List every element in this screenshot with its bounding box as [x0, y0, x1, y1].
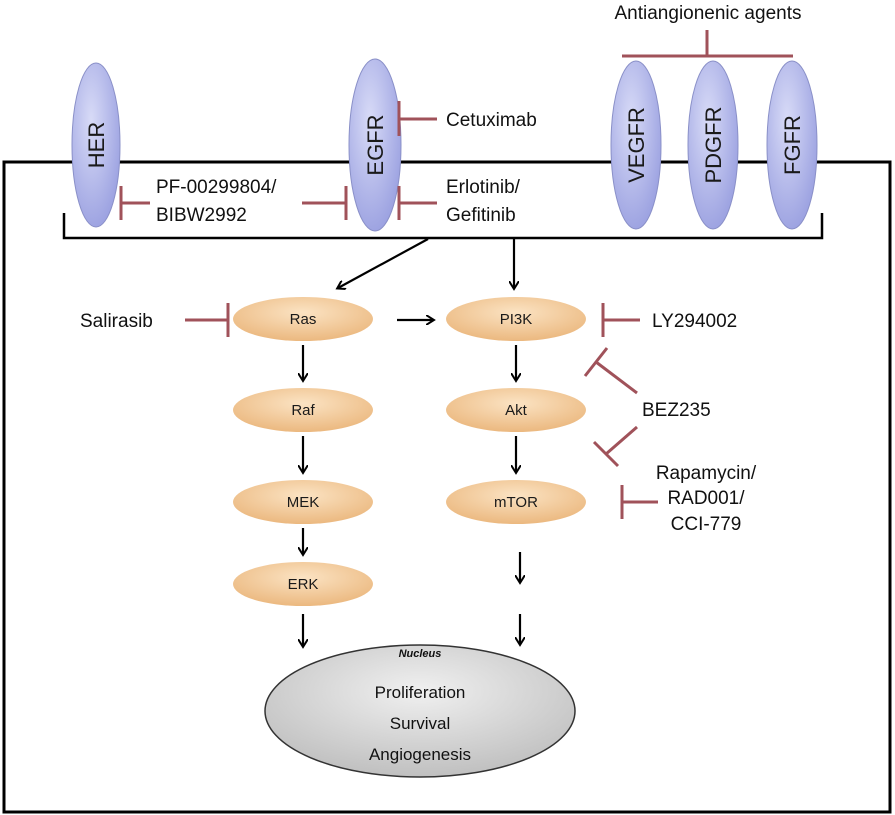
pf-label-line2: BIBW2992: [156, 205, 247, 226]
antiangiogenic-inhibitor: [622, 30, 793, 58]
bez235-inhibitor-lower: [592, 425, 638, 468]
receptor-fgfr-label: FGFR: [780, 115, 805, 175]
rapamycin-inhibitor: [620, 485, 658, 519]
svg-text:PI3K: PI3K: [500, 311, 533, 328]
svg-text:Akt: Akt: [505, 402, 528, 419]
nucleus-line1: Proliferation: [375, 683, 466, 702]
node-erk: ERK: [233, 562, 373, 606]
pf-inhibitor-left: [119, 186, 150, 220]
antiangiogenic-label: Antiangionenic agents: [615, 3, 802, 24]
bez235-inhibitor-upper: [583, 347, 638, 395]
svg-text:Ras: Ras: [290, 311, 317, 328]
svg-text:Raf: Raf: [291, 402, 315, 419]
erlotinib-label-line1: Erlotinib/: [446, 177, 521, 198]
node-akt: Akt: [446, 388, 586, 432]
salirasib-label: Salirasib: [80, 311, 153, 332]
receptor-her: HER: [71, 62, 121, 228]
cell-membrane: [2, 160, 892, 814]
receptor-egfr: EGFR: [348, 58, 402, 232]
nucleus: Nucleus Proliferation Survival Angiogene…: [264, 644, 576, 778]
nucleus-title: Nucleus: [399, 648, 442, 660]
salirasib-inhibitor: [185, 303, 230, 337]
ly294002-label: LY294002: [652, 311, 737, 332]
rapamycin-label-line3: CCI-779: [671, 514, 742, 535]
erlotinib-inhibitor: [397, 186, 437, 220]
node-raf: Raf: [233, 388, 373, 432]
rapamycin-label-line1: Rapamycin/: [656, 463, 757, 484]
receptor-pdgfr: PDGFR: [687, 60, 739, 230]
receptor-vegfr-label: VEGFR: [624, 107, 649, 183]
receptor-bracket: [62, 213, 824, 240]
cetuximab-label: Cetuximab: [446, 110, 537, 131]
receptor-fgfr: FGFR: [766, 60, 818, 230]
node-ras: Ras: [233, 297, 373, 341]
receptor-pdgfr-label: PDGFR: [701, 107, 726, 184]
pf-inhibitor-right: [302, 186, 348, 220]
erlotinib-label-line2: Gefitinib: [446, 205, 516, 226]
pf-label-line1: PF-00299804/: [156, 177, 277, 198]
arrow-to-ras: [338, 238, 429, 288]
nucleus-line3: Angiogenesis: [369, 745, 471, 764]
receptor-egfr-label: EGFR: [363, 114, 388, 175]
receptor-her-label: HER: [84, 122, 109, 168]
nucleus-line2: Survival: [390, 714, 450, 733]
bez235-label: BEZ235: [642, 400, 711, 421]
node-mtor: mTOR: [446, 480, 586, 524]
receptor-vegfr: VEGFR: [610, 60, 662, 230]
svg-text:mTOR: mTOR: [494, 494, 538, 511]
svg-text:ERK: ERK: [288, 576, 319, 593]
node-mek: MEK: [233, 480, 373, 524]
node-pi3k: PI3K: [446, 297, 586, 341]
cetuximab-inhibitor: [397, 101, 437, 136]
rapamycin-label-line2: RAD001/: [667, 488, 745, 509]
ly294002-inhibitor: [601, 303, 640, 337]
svg-text:MEK: MEK: [287, 494, 320, 511]
